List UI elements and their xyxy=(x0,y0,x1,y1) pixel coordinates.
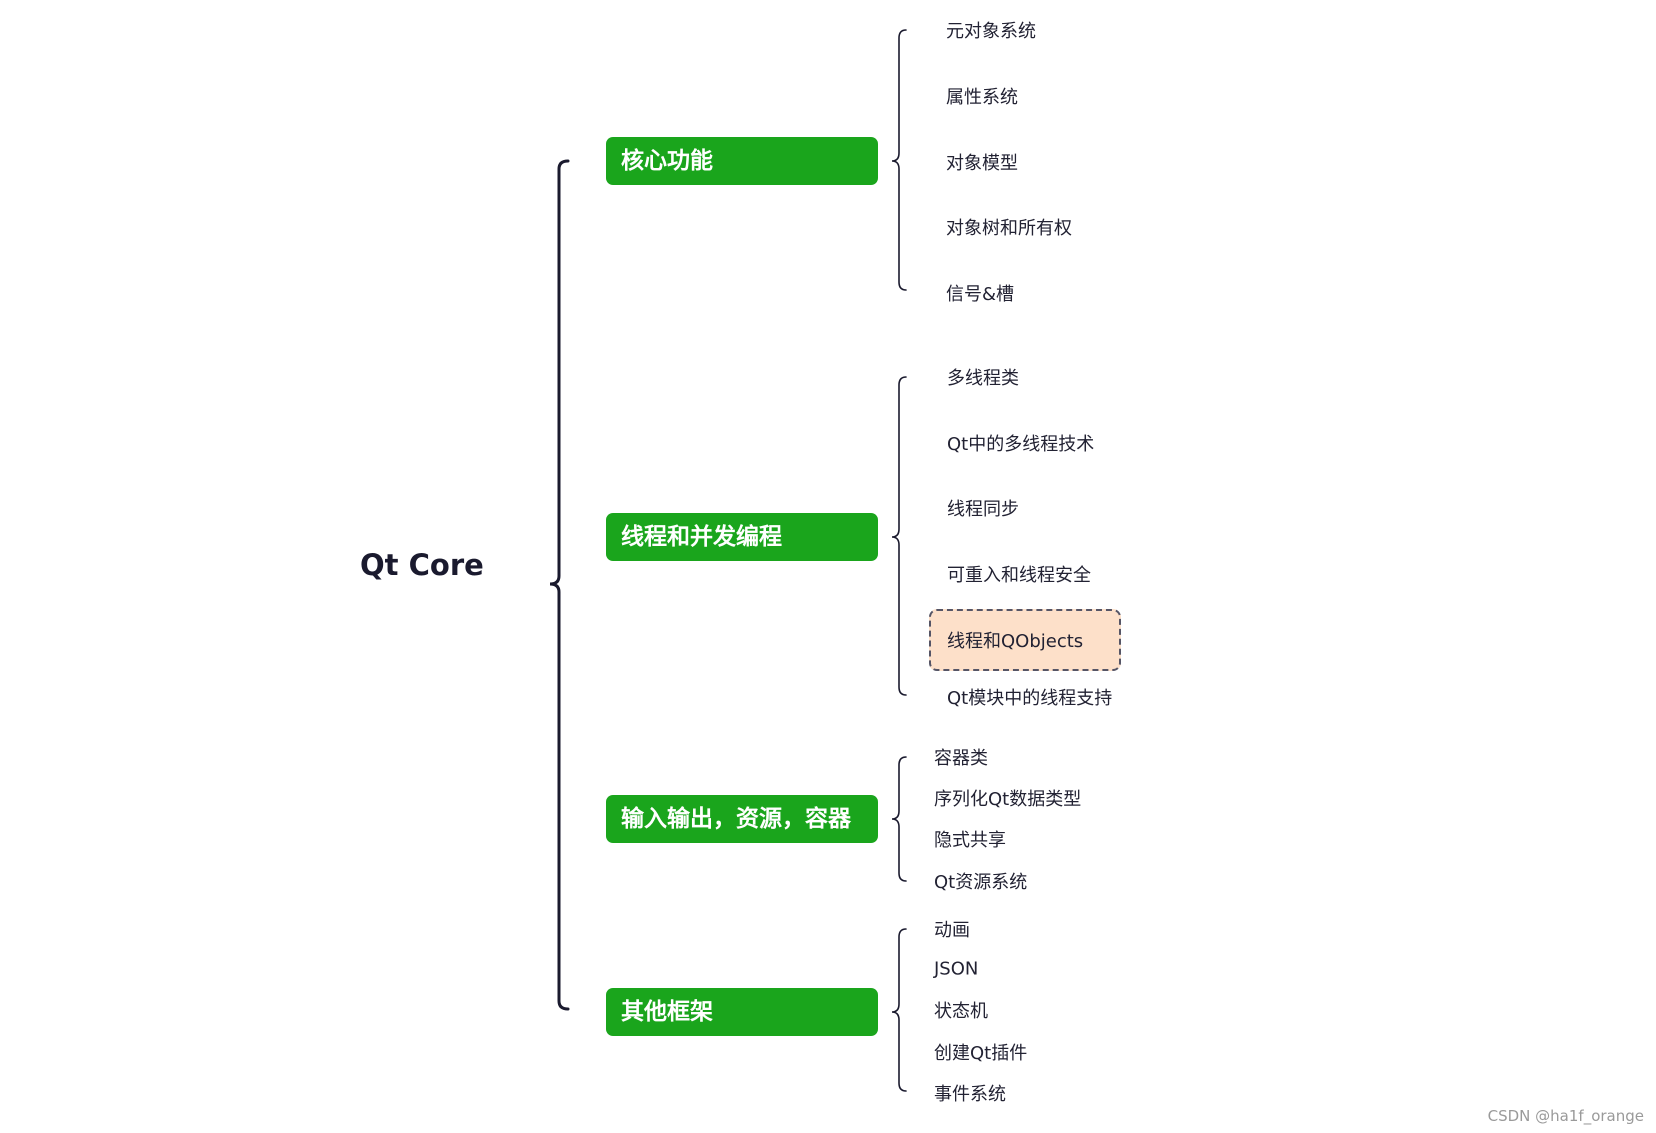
brace-io-resources-containers xyxy=(891,756,907,882)
leaf-thread-support-in-modules[interactable]: Qt模块中的线程支持 xyxy=(947,688,1113,709)
category-other-frameworks[interactable]: 其他框架 xyxy=(606,988,878,1036)
brace-other-frameworks xyxy=(891,928,907,1092)
category-threading[interactable]: 线程和并发编程 xyxy=(606,513,878,561)
leaf-serializing-data-types[interactable]: 序列化Qt数据类型 xyxy=(934,789,1082,810)
leaf-event-system[interactable]: 事件系统 xyxy=(934,1084,1006,1105)
root-node[interactable]: Qt Core xyxy=(360,548,484,582)
leaf-object-trees-ownership[interactable]: 对象树和所有权 xyxy=(946,218,1072,239)
category-core-features[interactable]: 核心功能 xyxy=(606,137,878,185)
brace-threading xyxy=(891,376,907,696)
leaf-signals-slots[interactable]: 信号&槽 xyxy=(946,284,1015,305)
leaf-multithreading-technologies[interactable]: Qt中的多线程技术 xyxy=(947,434,1095,455)
leaf-meta-object-system[interactable]: 元对象系统 xyxy=(946,21,1036,42)
leaf-state-machine[interactable]: 状态机 xyxy=(934,1001,988,1022)
leaf-synchronizing-threads[interactable]: 线程同步 xyxy=(947,499,1019,520)
leaf-threads-qobjects-highlighted[interactable]: 线程和QObjects xyxy=(929,609,1122,671)
leaf-reentrancy-thread-safety[interactable]: 可重入和线程安全 xyxy=(947,565,1091,586)
watermark: CSDN @ha1f_orange xyxy=(1487,1107,1644,1125)
leaf-animation[interactable]: 动画 xyxy=(934,920,970,941)
brace-root xyxy=(549,159,570,1011)
leaf-implicit-sharing[interactable]: 隐式共享 xyxy=(934,830,1006,851)
leaf-create-plugins[interactable]: 创建Qt插件 xyxy=(934,1043,1028,1064)
leaf-resource-system[interactable]: Qt资源系统 xyxy=(934,872,1028,893)
leaf-threading-classes[interactable]: 多线程类 xyxy=(947,368,1019,389)
brace-core-features xyxy=(891,29,907,291)
leaf-container-classes[interactable]: 容器类 xyxy=(934,748,988,769)
category-io-resources-containers[interactable]: 输入输出，资源，容器 xyxy=(606,795,878,843)
leaf-json[interactable]: JSON xyxy=(934,958,979,980)
leaf-object-model[interactable]: 对象模型 xyxy=(946,153,1018,174)
leaf-property-system[interactable]: 属性系统 xyxy=(946,87,1018,108)
